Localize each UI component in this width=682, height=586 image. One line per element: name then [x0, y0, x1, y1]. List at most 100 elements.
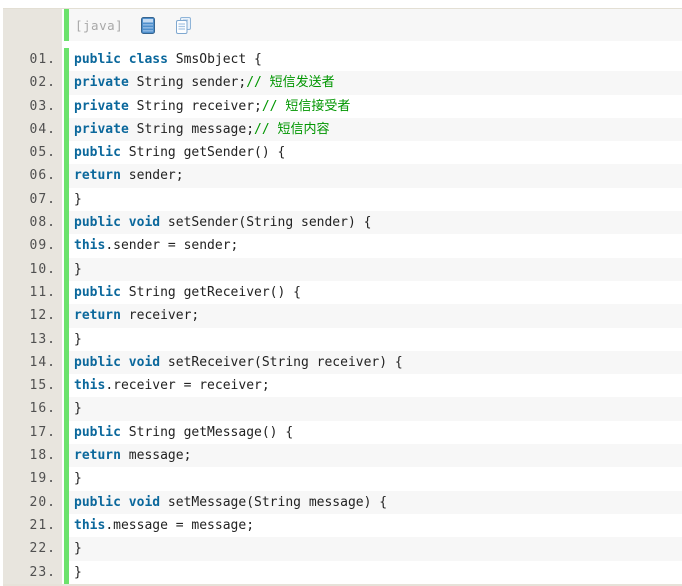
- accent-bar: [64, 187, 69, 212]
- accent-bar: [64, 234, 69, 258]
- code-line: 09. this.sender = sender;: [3, 234, 682, 258]
- line-number: 08.: [3, 211, 62, 235]
- gutter-gap: [62, 537, 64, 561]
- plain-token: }: [74, 191, 82, 207]
- code-text: public String getReceiver() {: [69, 280, 682, 305]
- line-number: 09.: [3, 234, 62, 258]
- code-line: 23.}: [3, 560, 682, 584]
- accent-bar: [64, 257, 69, 281]
- keyword-token: private: [74, 121, 129, 137]
- accent-bar: [64, 560, 69, 584]
- gutter-gap: [62, 117, 64, 142]
- code-text: }: [69, 327, 682, 351]
- plain-token: setReceiver(String receiver) {: [160, 354, 403, 370]
- gutter-gap: [62, 211, 64, 235]
- line-number: 11.: [3, 280, 62, 305]
- keyword-token: this: [74, 238, 106, 254]
- copy-icon[interactable]: [175, 16, 193, 34]
- plain-token: [121, 355, 129, 370]
- gutter-gap: [62, 48, 64, 72]
- code-text: public void setReceiver(String receiver)…: [69, 350, 682, 375]
- plain-token: }: [74, 401, 82, 417]
- plain-token: [121, 52, 129, 67]
- plain-token: }: [74, 564, 82, 580]
- plain-token: String message;: [128, 121, 255, 137]
- gutter-gap: [62, 141, 64, 165]
- plain-token: receiver;: [120, 308, 200, 324]
- plain-token: message;: [120, 448, 192, 464]
- plain-token: String receiver;: [128, 98, 262, 114]
- gutter-gap: [62, 94, 64, 118]
- comment-token: // 短信发送者: [246, 75, 335, 91]
- code-line: 11. public String getReceiver() {: [3, 280, 682, 305]
- line-number: 05.: [3, 141, 62, 165]
- code-rows: 01.public class SmsObject {02.private St…: [3, 48, 682, 584]
- code-text: }: [69, 257, 682, 281]
- accent-bar: [64, 350, 69, 375]
- code-line: 22.}: [3, 537, 682, 561]
- view-source-icon[interactable]: [139, 16, 157, 34]
- code-line: 21.this.message = message;: [3, 513, 682, 538]
- code-line: 13.}: [3, 327, 682, 351]
- code-text: }: [69, 467, 682, 491]
- code-text: }: [69, 397, 682, 421]
- code-toolbar: [java]: [69, 9, 682, 41]
- line-number: 19.: [3, 467, 62, 491]
- accent-bar: [64, 513, 69, 538]
- line-number: 03.: [3, 94, 62, 118]
- language-label: [java]: [75, 17, 124, 33]
- accent-bar: [64, 537, 69, 561]
- keyword-token: public: [74, 424, 121, 440]
- keyword-token: return: [74, 448, 121, 464]
- code-line: 03.private String receiver;// 短信接受者: [3, 94, 682, 118]
- line-number: 22.: [3, 537, 62, 561]
- accent-bar: [64, 280, 69, 305]
- plain-token: setSender(String sender) {: [160, 215, 372, 231]
- keyword-token: private: [74, 98, 129, 114]
- plain-token: }: [74, 331, 82, 347]
- code-text: this.receiver = receiver;: [69, 374, 682, 398]
- gutter-gap: [62, 350, 64, 375]
- line-number: 10.: [3, 257, 62, 281]
- line-number: 20.: [3, 490, 62, 514]
- accent-bar: [64, 327, 69, 351]
- accent-bar: [64, 490, 69, 514]
- code-line: 18.return message;: [3, 444, 682, 468]
- gutter-gap: [62, 513, 64, 538]
- accent-bar: [64, 444, 69, 468]
- plain-token: String getSender() {: [120, 145, 286, 161]
- accent-bar: [64, 211, 69, 235]
- code-line: 12.return receiver;: [3, 304, 682, 328]
- gutter-gap: [62, 234, 64, 258]
- accent-bar: [64, 467, 69, 491]
- line-number: 13.: [3, 327, 62, 351]
- code-line: 15.this.receiver = receiver;: [3, 374, 682, 398]
- gutter-gap: [62, 257, 64, 281]
- code-line: 02.private String sender;// 短信发送者: [3, 71, 682, 95]
- code-text: private String message;// 短信内容: [69, 117, 682, 142]
- plain-token: .sender = sender;: [105, 238, 239, 254]
- gutter-gap: [62, 304, 64, 328]
- code-text: return message;: [69, 444, 682, 468]
- accent-bar: [64, 48, 69, 72]
- code-text: this.sender = sender;: [69, 234, 682, 258]
- code-text: public void setSender(String sender) {: [69, 211, 682, 235]
- keyword-token: void: [128, 354, 161, 370]
- keyword-token: void: [128, 215, 161, 231]
- line-number: 02.: [3, 71, 62, 95]
- code-line: 20.public void setMessage(String message…: [3, 490, 682, 514]
- accent-bar: [64, 117, 69, 142]
- keyword-token: class: [128, 52, 168, 67]
- code-text: }: [69, 560, 682, 584]
- keyword-token: public: [74, 354, 121, 370]
- plain-token: }: [74, 471, 82, 487]
- accent-bar: [64, 374, 69, 398]
- code-text: public String getMessage() {: [69, 420, 682, 445]
- keyword-token: return: [74, 308, 121, 324]
- gutter-gap: [62, 374, 64, 398]
- plain-token: String getReceiver() {: [120, 284, 301, 300]
- code-line: 07.}: [3, 187, 682, 212]
- code-text: return receiver;: [69, 304, 682, 328]
- gutter-gap: [62, 397, 64, 421]
- line-number: 14.: [3, 350, 62, 375]
